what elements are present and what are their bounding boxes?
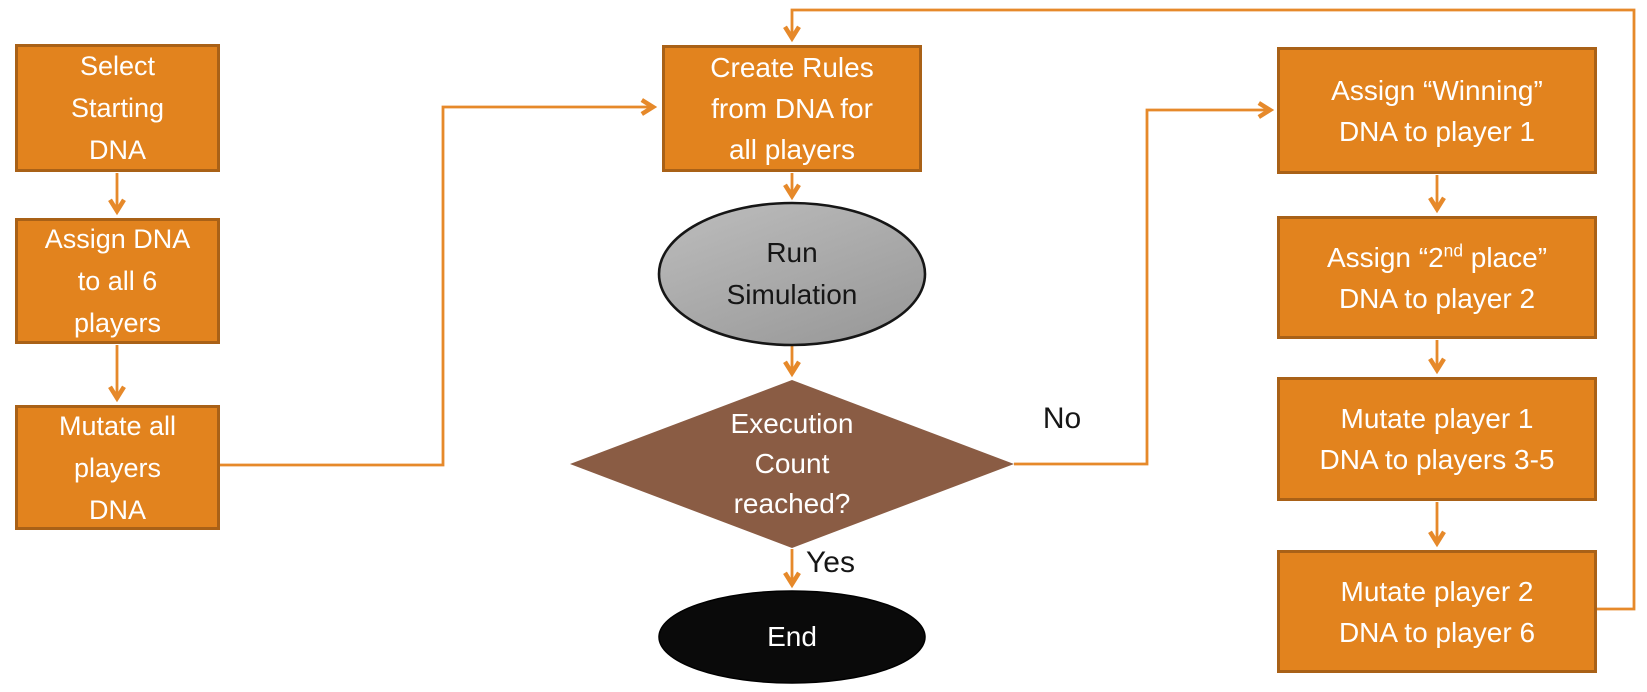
end-label: End <box>767 621 817 652</box>
node-label-line: players <box>73 452 162 483</box>
node-create-rules: Create Rules from DNA for all players <box>662 45 922 172</box>
node-label-line: Run <box>766 237 818 268</box>
node-mutate-player2-dna: Mutate player 2 DNA to player 6 <box>1277 550 1597 673</box>
node-label-line: Assign “2nd place” <box>1327 237 1547 278</box>
superscript-ordinal: nd <box>1443 240 1463 261</box>
edge-mutate-to-create-rules <box>220 98 658 467</box>
node-label-line: Count <box>754 448 830 479</box>
node-label-line: Starting <box>70 93 165 123</box>
edge-label-no: No <box>1042 402 1082 435</box>
node-label-line: DNA to player 1 <box>1338 115 1536 147</box>
node-label-line: reached? <box>733 488 851 519</box>
node-label-line: all players <box>728 134 856 165</box>
node-label-line: to all 6 <box>77 266 158 296</box>
node-label-line: DNA to player 2 <box>1338 282 1536 314</box>
node-label-line: Assign DNA <box>44 224 191 254</box>
node-label-line: Assign “Winning” <box>1331 74 1543 106</box>
node-assign-dna-all-players: Assign DNA to all 6 players <box>15 218 220 344</box>
decision-diamond <box>570 380 1014 548</box>
node-label-line: Mutate player 2 <box>1340 575 1534 607</box>
node-label-line: DNA <box>88 494 146 525</box>
node-label-line: Select <box>79 51 156 81</box>
run-simulation-label: Run Simulation <box>672 214 912 334</box>
node-label-line: DNA to players 3-5 <box>1319 444 1555 475</box>
decision-label: Execution Count reached? <box>672 404 912 524</box>
label-text: place” <box>1462 241 1548 273</box>
node-label-line: Execution <box>730 408 854 439</box>
edge-loop-back-to-create-rules <box>783 8 1636 611</box>
edge-label-yes: Yes <box>806 546 855 579</box>
node-label-line: DNA <box>88 135 146 165</box>
node-label-line: from DNA for <box>711 93 873 124</box>
node-label-line: Create Rules <box>710 52 874 83</box>
node-assign-winning-dna: Assign “Winning” DNA to player 1 <box>1277 47 1597 174</box>
node-select-starting-dna: Select Starting DNA <box>15 44 220 172</box>
node-assign-second-place-dna: Assign “2nd place” DNA to player 2 <box>1277 216 1597 339</box>
node-label-line: players <box>73 308 162 338</box>
end-terminator-ellipse <box>658 590 926 684</box>
edge-decision-no-to-assign-winning <box>1014 101 1275 466</box>
node-label-line: DNA to player 6 <box>1338 616 1536 648</box>
node-label-line: Simulation <box>726 279 858 310</box>
node-label-line: Mutate player 1 <box>1340 403 1534 434</box>
run-simulation-ellipse <box>657 201 927 347</box>
node-mutate-player1-dna: Mutate player 1 DNA to players 3-5 <box>1277 377 1597 501</box>
node-label-line: Mutate all <box>58 410 177 441</box>
label-text: Assign “2 <box>1326 241 1444 273</box>
node-mutate-all-players-dna: Mutate all players DNA <box>15 405 220 530</box>
